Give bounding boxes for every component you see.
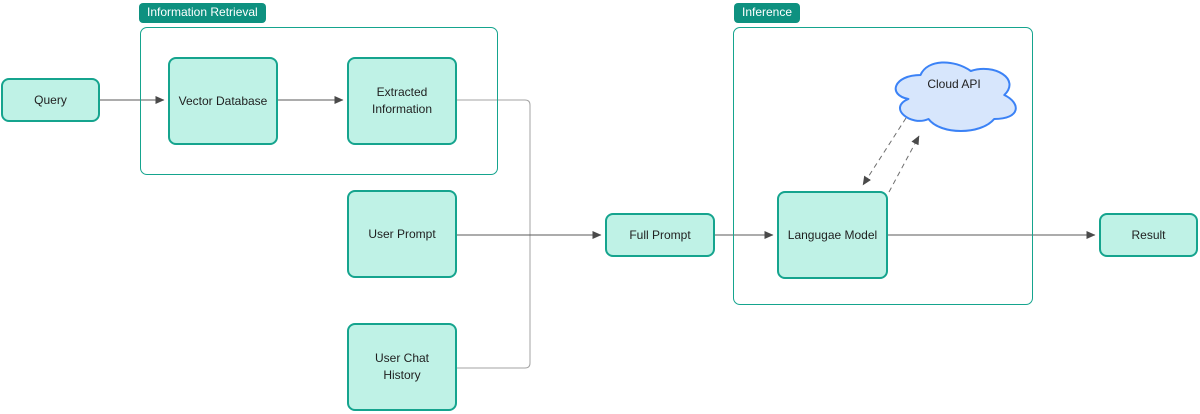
node-user-chat-history-label: User Chat History [374, 351, 430, 382]
node-language-model-label: Langugae Model [787, 227, 878, 242]
node-user-prompt-label: User Prompt [368, 226, 436, 241]
node-extracted-information-label: Extracted Information [371, 85, 433, 116]
node-user-prompt: User Prompt [347, 190, 457, 278]
node-cloud-api: Cloud API [885, 53, 1023, 137]
group-information-retrieval [140, 27, 498, 175]
node-result-label: Result [1131, 227, 1166, 242]
node-full-prompt: Full Prompt [605, 213, 715, 257]
node-extracted-information: Extracted Information [347, 57, 457, 145]
cloud-icon [894, 61, 1017, 132]
node-full-prompt-label: Full Prompt [629, 227, 691, 242]
node-vector-database-label: Vector Database [178, 93, 268, 108]
node-vector-database: Vector Database [168, 57, 278, 145]
node-query-label: Query [34, 92, 67, 107]
node-result: Result [1099, 213, 1198, 257]
group-label-information-retrieval: Information Retrieval [139, 3, 266, 23]
group-inference [733, 27, 1033, 305]
node-query: Query [1, 78, 100, 122]
node-user-chat-history: User Chat History [347, 323, 457, 411]
node-cloud-api-label: Cloud API [927, 77, 981, 91]
group-label-inference: Inference [734, 3, 801, 23]
node-language-model: Langugae Model [777, 191, 888, 279]
